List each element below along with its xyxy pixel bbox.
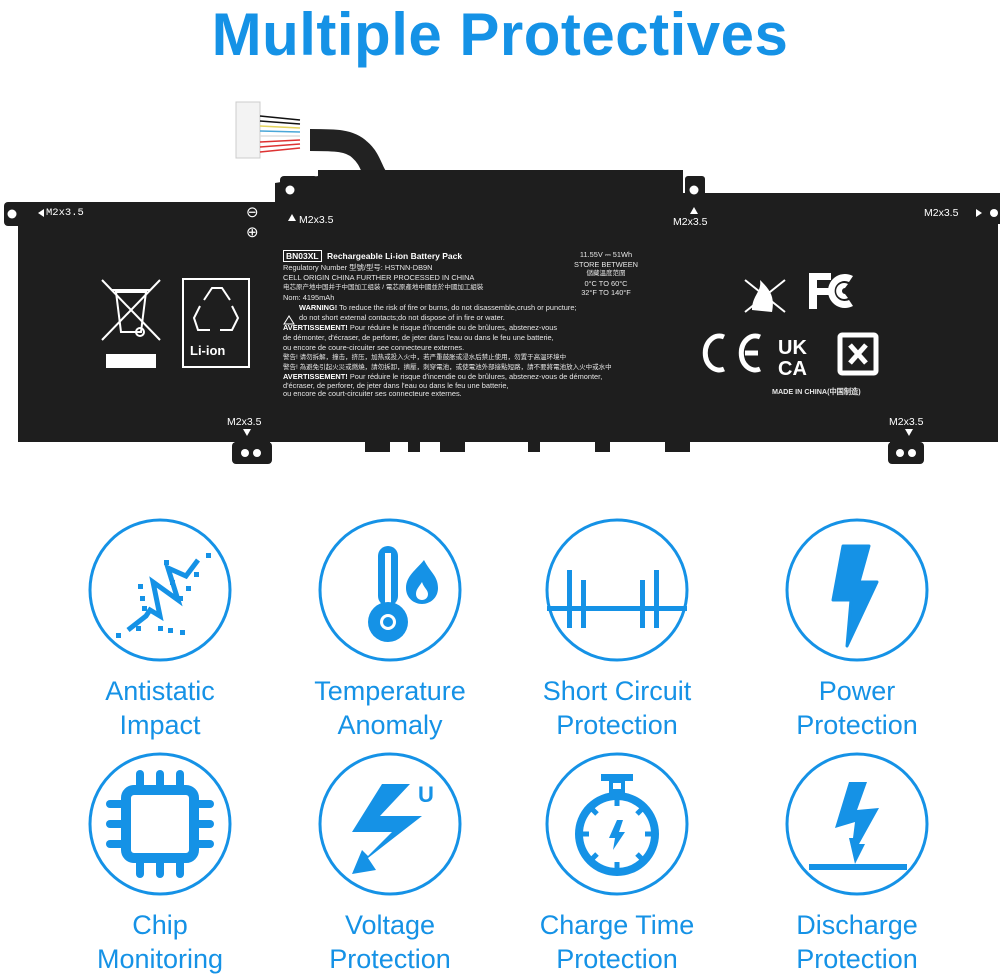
feature-caption: Temperature Anomaly: [258, 674, 522, 742]
avertissement-title-2: AVERTISSEMENT!: [283, 372, 348, 381]
feature-caption: Power Protection: [725, 674, 989, 742]
avertissement-text-3: ou encore de coure-circuiter see connect…: [283, 343, 465, 352]
stopwatch-icon: [545, 752, 689, 896]
fcc-icon: [809, 273, 853, 309]
feature-subtitle: Monitoring: [96, 944, 224, 974]
ce-icon: [702, 333, 761, 373]
screw-label-bottom-left: M2x3.5: [227, 416, 262, 428]
avertissement2-text-3: ou encore de court-circuiter ses connect…: [283, 389, 462, 398]
feature-subtitle: Protection: [329, 944, 451, 974]
feature-title: Short Circuit: [542, 676, 692, 706]
feature-subtitle: Impact: [119, 710, 201, 740]
feature-caption: Voltage Protection: [258, 908, 522, 976]
battery-label-text: BN03XL Rechargeable Li-ion Battery Pack …: [283, 250, 683, 399]
svg-text:CA: CA: [778, 358, 807, 380]
screw-label-top-center-left: M2x3.5: [299, 214, 334, 226]
antistatic-icon: [88, 518, 232, 662]
cell-origin: CELL ORIGIN CHINA FURTHER PROCESSED IN C…: [283, 273, 475, 282]
voltage-icon: U: [318, 752, 462, 896]
warning-title: WARNING!: [299, 303, 338, 312]
cn-warning-traditional: 警告! 為避免引起火災或燃燒，請勿拆卸，擠壓，刺穿電池，或使電池外部接點短路，請…: [283, 364, 612, 371]
warning-text-2: do not short external contacts;do not di…: [299, 313, 505, 322]
cell-origin-cn: 电芯原产地中国并于中国加工组装 / 電芯原產地中國並於中國加工組裝: [283, 284, 484, 291]
recycle-mark-icon: [837, 332, 879, 376]
product-name: Rechargeable Li-ion Battery Pack: [326, 251, 463, 261]
warning-text: To reduce the risk of fire or burns, do …: [339, 303, 577, 312]
avertissement-title: AVERTISSEMENT!: [283, 323, 348, 332]
power-icon: [785, 518, 929, 662]
battery-image: UK CA M2x3.5 M2x3.5 M2x3.5 M2x3.5 M2x3.5…: [0, 0, 1000, 480]
feature-title: Chip: [132, 910, 188, 940]
feature-subtitle: Protection: [556, 944, 678, 974]
feature-subtitle: Anomaly: [337, 710, 443, 740]
cn-warning-simplified: 警告! 请勿拆解，撞击，挤压，加热或投入火中，若严重鼓胀或浸水后禁止使用，勿置于…: [283, 354, 567, 361]
feature-title: Charge Time: [539, 910, 695, 940]
avertissement2-text-2: d'écraser, de perforer, de jeter dans l'…: [283, 380, 509, 390]
feature-caption: Charge Time Protection: [485, 908, 749, 976]
regulatory-number: Regulatory Number 型號/型号: HSTNN-DB9N: [283, 263, 433, 272]
model-number: BN03XL: [283, 250, 322, 262]
avertissement2-text: Pour réduire le risque d'incendie ou de …: [349, 372, 603, 381]
recycle-icon: [192, 287, 240, 331]
negative-terminal-icon: ⊖: [246, 204, 259, 221]
store-between: STORE BETWEEN: [574, 259, 638, 269]
page-title: Multiple Protectives: [211, 1, 789, 68]
feature-subtitle: Protection: [796, 710, 918, 740]
avertissement-text-2: de démonter, d'écraser, de perforer, de …: [283, 333, 554, 342]
temperature-icon: [318, 518, 462, 662]
li-ion-box: [182, 278, 250, 368]
feature-subtitle: Protection: [796, 944, 918, 974]
feature-title: Temperature: [314, 676, 466, 706]
feature-caption: Antistatic Impact: [28, 674, 292, 742]
feature-caption: Chip Monitoring: [28, 908, 292, 976]
feature-caption: Discharge Protection: [725, 908, 989, 976]
feature-title: Antistatic: [105, 676, 215, 706]
nominal-capacity: Nom: 4195mAh: [283, 293, 335, 302]
screw-label-bottom-right: M2x3.5: [889, 416, 924, 428]
feature-subtitle: Protection: [556, 710, 678, 740]
feature-title: Voltage: [344, 910, 436, 940]
rating: 11.55V ⎓ 51Wh: [579, 250, 633, 259]
made-in: MADE IN CHINA(中国制造): [772, 387, 861, 396]
short-circuit-icon: [545, 518, 689, 662]
ukca-icon: UK CA: [778, 337, 807, 380]
li-ion-label: Li-ion: [190, 343, 226, 358]
battery-body-icon: UK CA: [4, 101, 1000, 464]
chip-icon: [88, 752, 232, 896]
screw-label-top-center-right: M2x3.5: [673, 216, 708, 228]
svg-text:UK: UK: [778, 337, 807, 359]
feature-title: Power: [818, 676, 896, 706]
voltage-badge: U: [418, 782, 434, 807]
screw-label-top-left: M2x3.5: [46, 207, 84, 219]
celsius-range: 0°C TO 60°C: [584, 278, 628, 288]
weee-bin-icon: [101, 279, 161, 341]
feature-caption: Short Circuit Protection: [485, 674, 749, 742]
avertissement-text: Pour réduire le risque d'incendie ou de …: [349, 323, 558, 332]
battery-spec: 11.55V ⎓ 51Wh STORE BETWEEN 儲藏溫度范圍 0°C T…: [571, 250, 641, 298]
fahrenheit-range: 32°F TO 140°F: [581, 288, 631, 298]
discharge-icon: [785, 752, 929, 896]
positive-terminal-icon: ⊕: [246, 224, 259, 241]
store-between-cn: 儲藏溫度范圍: [586, 270, 626, 278]
no-fire-icon: [744, 279, 786, 313]
feature-title: Discharge: [796, 910, 918, 940]
screw-label-top-right: M2x3.5: [924, 207, 959, 219]
